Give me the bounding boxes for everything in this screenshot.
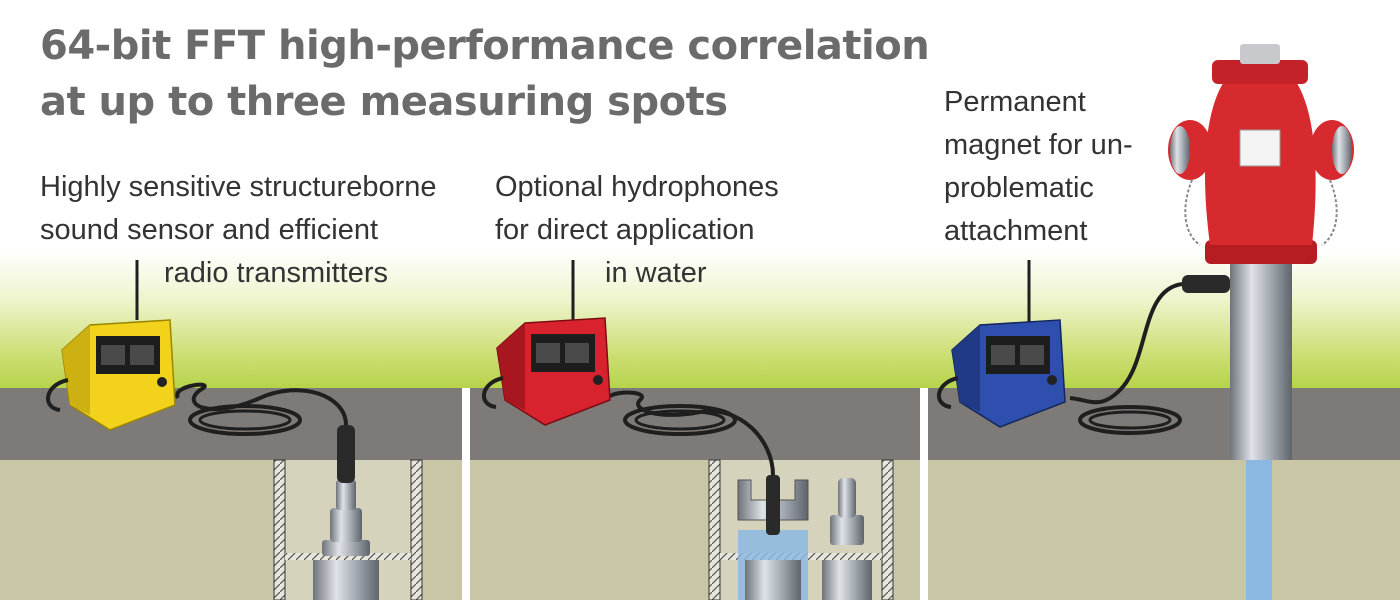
valve-shaft-panel-1 bbox=[175, 382, 423, 600]
hydrophone-icon bbox=[766, 475, 780, 535]
caption-line: magnet for un- bbox=[944, 129, 1133, 161]
caption-line: attachment bbox=[944, 215, 1088, 247]
soil-3 bbox=[928, 460, 1400, 600]
panel-divider-1 bbox=[462, 388, 470, 600]
caption-line: Permanent bbox=[944, 86, 1086, 118]
hydrant-label-plate bbox=[1239, 129, 1281, 167]
caption-line: sound sensor and efficient bbox=[40, 214, 379, 246]
transmitter-yellow bbox=[46, 260, 176, 431]
magnet-sensor-icon bbox=[1182, 275, 1230, 293]
headline: 64-bit FFT high-performance correlation … bbox=[40, 18, 930, 130]
caption-line: Optional hydrophones bbox=[495, 171, 779, 203]
caption-structureborne-sensor: Highly sensitive structureborne sound se… bbox=[40, 166, 437, 295]
valve-shaft-panel-2 bbox=[608, 390, 894, 600]
water-pipe bbox=[1246, 460, 1272, 600]
caption-line: problematic bbox=[944, 172, 1094, 204]
hydrant-cap-icon bbox=[1240, 44, 1280, 64]
hydrant bbox=[1069, 44, 1354, 600]
hydrant-standpipe bbox=[1230, 255, 1292, 460]
caption-line: in water bbox=[605, 257, 707, 289]
transmitter-blue bbox=[937, 260, 1066, 428]
caption-hydrophones: Optional hydrophones for direct applicat… bbox=[495, 166, 779, 295]
magnet-sensor-cable bbox=[1069, 282, 1183, 405]
headline-line-2: at up to three measuring spots bbox=[40, 79, 728, 125]
transmitter-red bbox=[482, 260, 611, 426]
caption-line: for direct application bbox=[495, 214, 755, 246]
sensor-head-icon bbox=[337, 425, 355, 483]
caption-permanent-magnet: Permanent magnet for un- problematic att… bbox=[944, 81, 1133, 253]
caption-line: Highly sensitive structureborne bbox=[40, 171, 437, 203]
sky-background bbox=[0, 0, 1400, 388]
headline-line-1: 64-bit FFT high-performance correlation bbox=[40, 23, 930, 69]
panel-divider-2 bbox=[920, 388, 928, 600]
caption-line: radio transmitters bbox=[164, 257, 389, 289]
hydrophone-cable bbox=[608, 390, 775, 476]
